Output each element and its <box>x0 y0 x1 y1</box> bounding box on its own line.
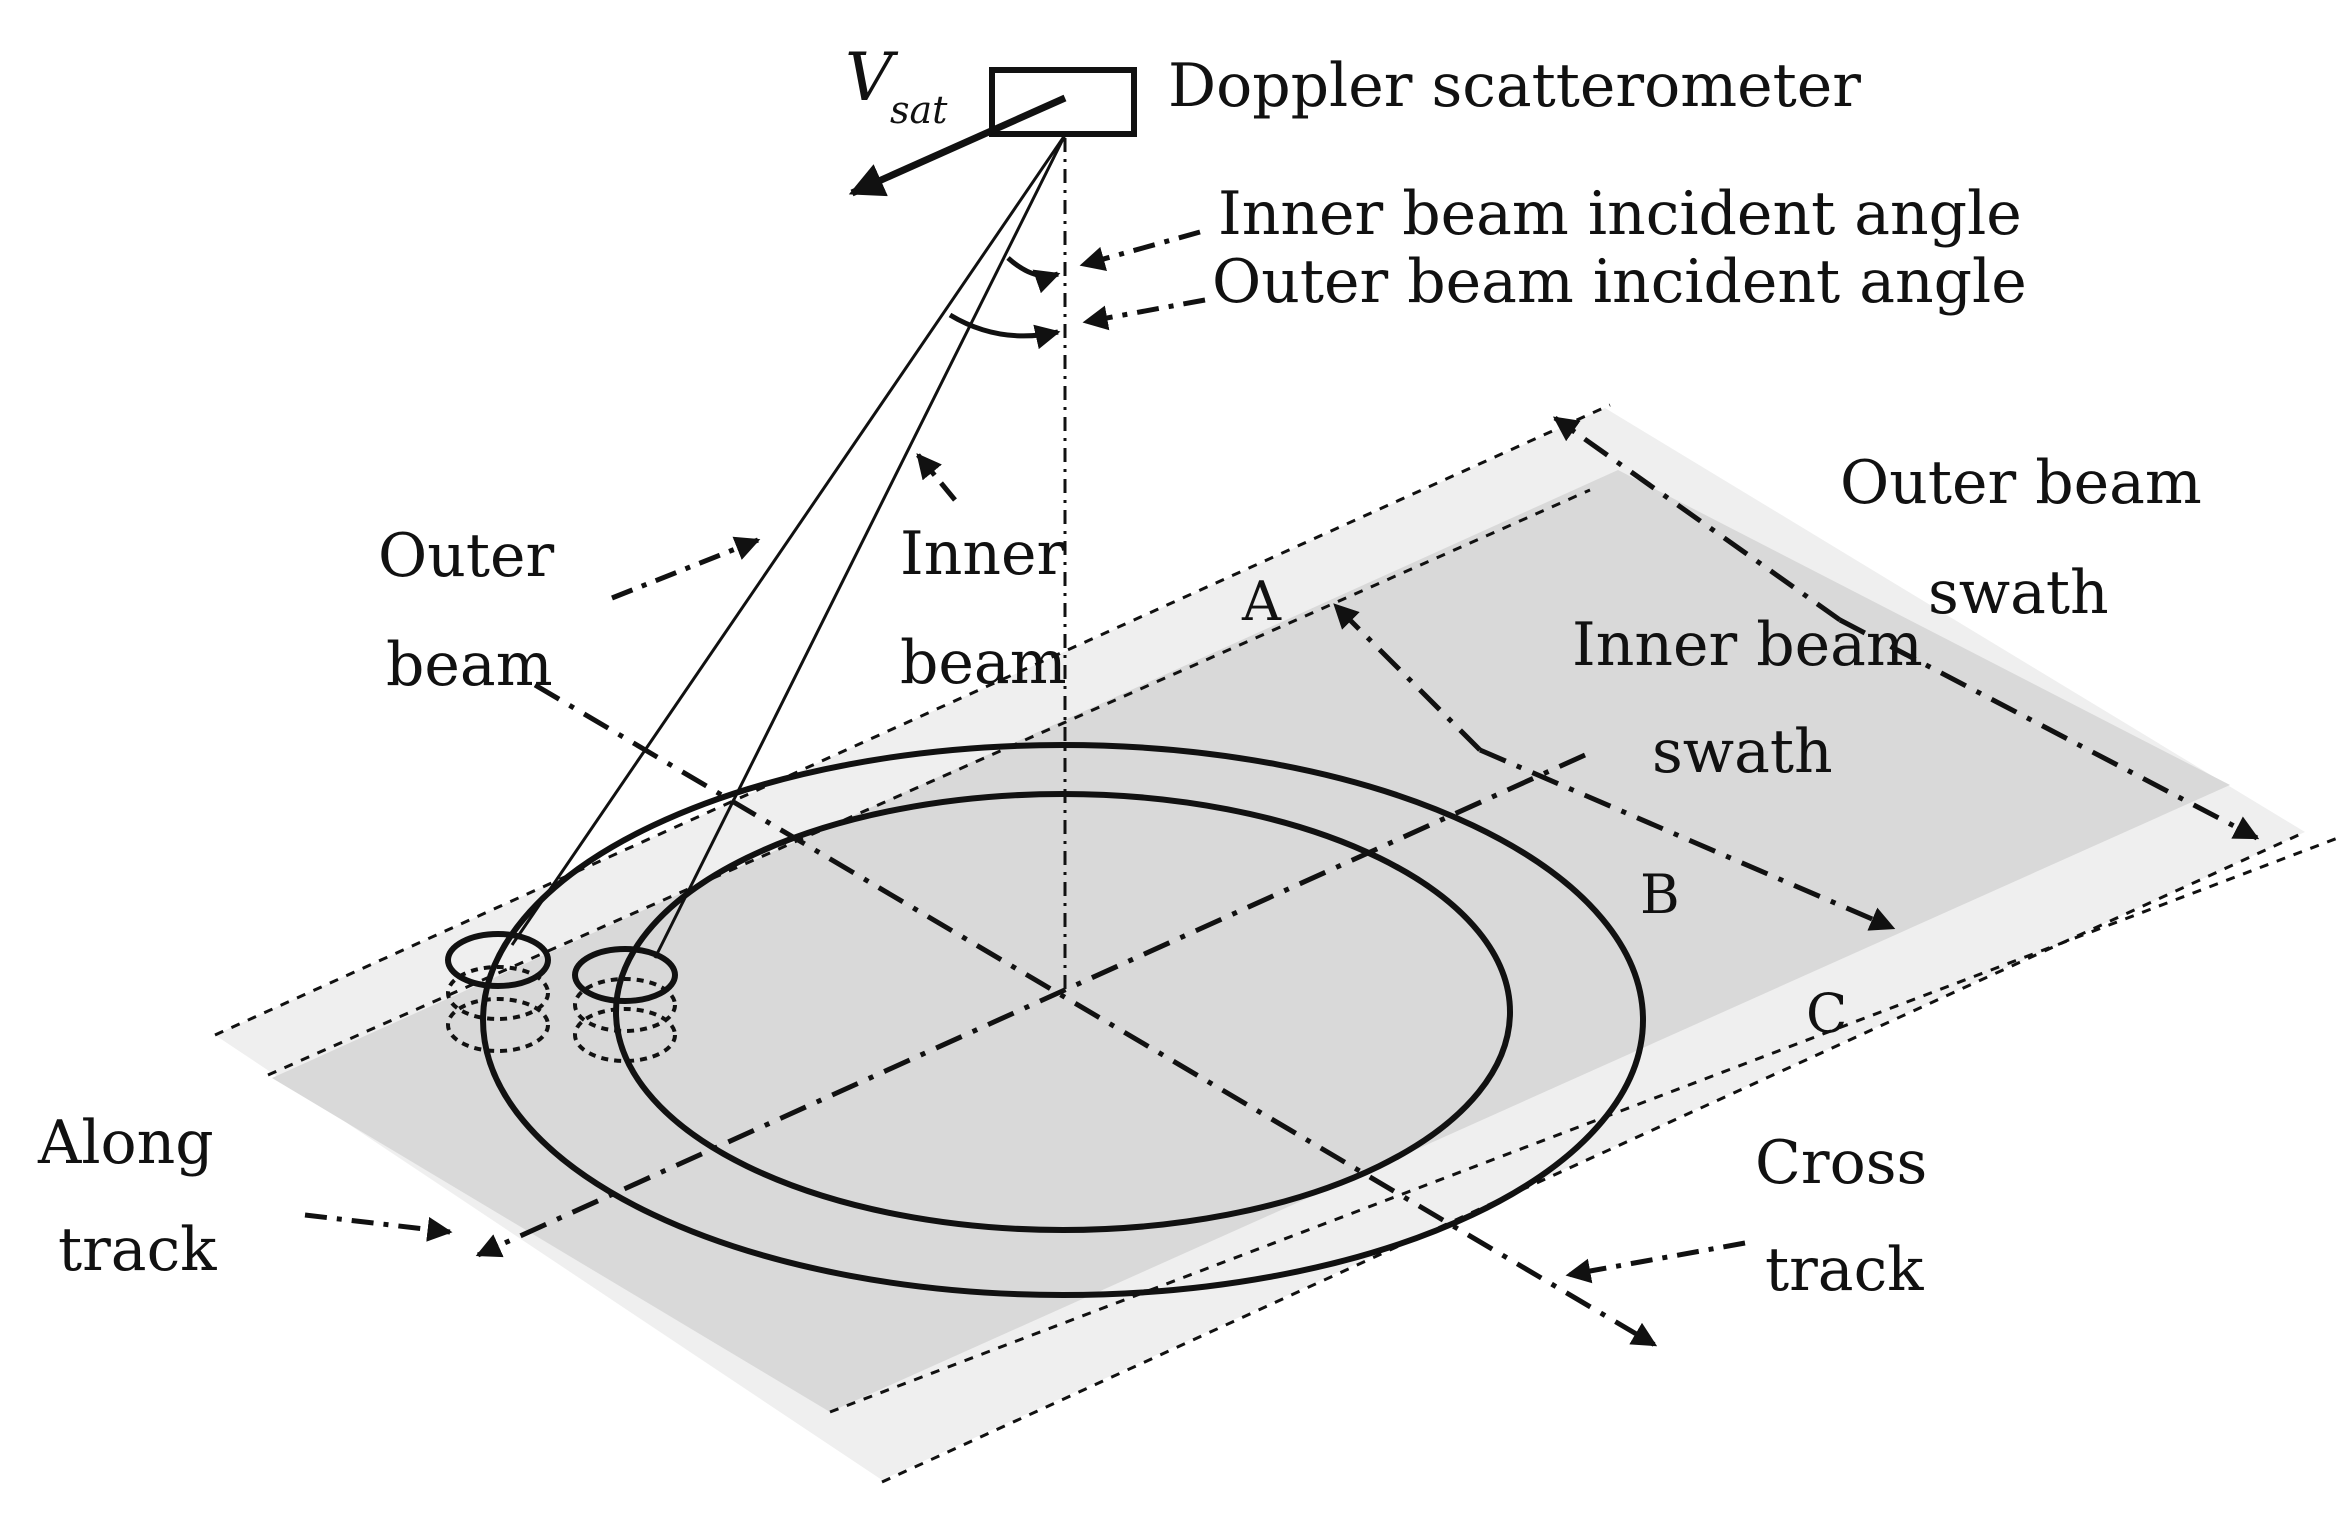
outer-swath-label-line2: swath <box>1928 558 2109 628</box>
sensor-label: Doppler scatterometer <box>1168 51 1861 121</box>
inner-angle-label: Inner beam incident angle <box>1218 179 2022 249</box>
inner-beam-label-line2: beam <box>900 628 1067 698</box>
beam-lines <box>510 134 1067 959</box>
outer-angle-leader <box>1082 297 1206 331</box>
along-track-label-line2: track <box>58 1215 217 1285</box>
along-track-leader <box>304 1212 453 1242</box>
point-c-label: C <box>1806 982 1847 1045</box>
point-b-label: B <box>1640 863 1680 926</box>
velocity-label: V <box>845 39 899 116</box>
cross-track-label-line1: Cross <box>1755 1128 1927 1198</box>
scatterometer-box <box>989 67 1137 137</box>
inner-swath-width-arrow-end <box>1479 747 1896 931</box>
cross-track-label-line2: track <box>1765 1235 1924 1305</box>
outer-angle-arc <box>948 312 1061 350</box>
inner-beam-swath-region <box>272 470 2230 1412</box>
cross-track-leader <box>1565 1240 1746 1284</box>
outer-swath-width-arrow-start <box>1552 415 1842 623</box>
inner-beam-footprint-cell <box>572 946 678 1063</box>
velocity-subscript: sat <box>890 88 948 132</box>
cross-track-axis <box>533 682 1658 1348</box>
outer-beam-label-line1: Outer <box>378 521 554 591</box>
along-track-axis <box>475 752 1587 1258</box>
along-track-label-line1: Along <box>37 1108 214 1178</box>
inner-angle-leader <box>1079 229 1201 271</box>
inner-angle-arc <box>1006 256 1061 294</box>
inner-beam-footprint-ellipse <box>613 791 1513 1233</box>
outer-swath-width-arrow-end <box>1838 617 2260 841</box>
inner-swath-label-line1: Inner beam <box>1572 610 1923 680</box>
outer-beam-footprint-ellipse <box>480 742 1646 1298</box>
outer-angle-label: Outer beam incident angle <box>1212 247 2027 317</box>
point-a-label: A <box>1241 570 1282 633</box>
inner-beam-leader <box>916 453 957 502</box>
outer-swath-label-line1: Outer beam <box>1840 448 2202 518</box>
outer-beam-label-line2: beam <box>386 630 553 700</box>
velocity-arrow <box>848 94 1067 197</box>
inner-beam-label-line1: Inner <box>900 519 1065 589</box>
inner-swath-label-line2: swath <box>1652 717 1833 787</box>
outer-beam-footprint-cell <box>445 931 551 1053</box>
outer-beam-leader <box>611 536 761 601</box>
